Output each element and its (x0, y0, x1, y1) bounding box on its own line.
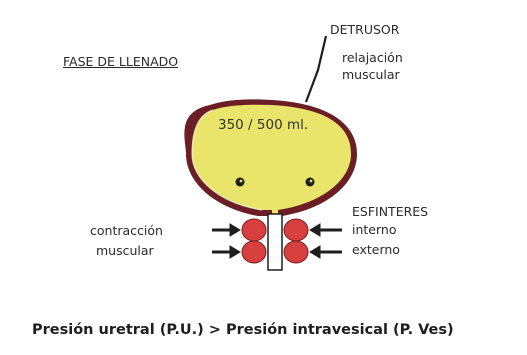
internal-sphincter-left (242, 219, 266, 241)
pressure-formula: Presión uretral (P.U.) > Presión intrave… (32, 322, 454, 338)
sphincters-label: ESFINTERES (352, 204, 428, 219)
arrow-sphincter-external-right (310, 246, 342, 258)
internal-sphincter-right (284, 219, 308, 241)
bladder-volume-label: 350 / 500 ml. (218, 118, 308, 133)
internal-sphincter-label: interno (352, 222, 396, 237)
urethra-channel (268, 214, 282, 270)
external-sphincter-left (242, 241, 266, 263)
contraction-label-line2: muscular (96, 243, 154, 258)
ureteral-orifice-right (306, 178, 315, 187)
detrusor-state-line2: muscular (342, 67, 400, 82)
arrow-contraction-lower-left (212, 246, 240, 258)
detrusor-state-line1: relajación (342, 50, 403, 65)
arrow-contraction-upper-left (212, 224, 240, 236)
contraction-label-line1: contracción (90, 223, 163, 238)
external-sphincter-right (284, 241, 308, 263)
phase-title: FASE DE LLENADO (63, 54, 178, 69)
ureteral-orifice-left (236, 178, 245, 187)
external-sphincter-label: externo (352, 242, 400, 257)
detrusor-label: DETRUSOR (330, 22, 399, 37)
detrusor-pointer-line (306, 36, 326, 102)
arrow-sphincter-internal-right (310, 224, 342, 236)
